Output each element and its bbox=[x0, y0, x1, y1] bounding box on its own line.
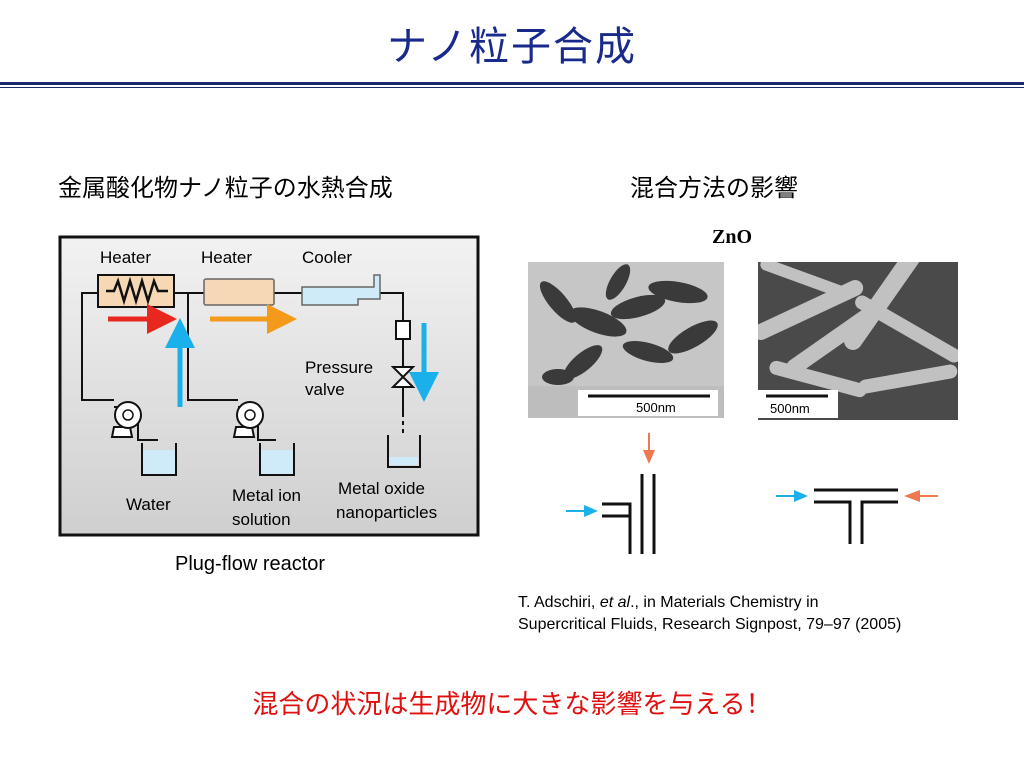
pump-2 bbox=[232, 401, 264, 438]
valve-label: valve bbox=[305, 380, 345, 399]
metal-ion-vessel bbox=[259, 443, 295, 476]
nanoparticles-label: nanoparticles bbox=[336, 503, 437, 522]
slide-title: ナノ粒子合成 bbox=[387, 24, 637, 70]
filter-box bbox=[395, 320, 411, 340]
mixing-t-junction bbox=[776, 488, 938, 544]
salmon-down-arrow bbox=[643, 433, 655, 464]
micrograph-1: 500nm bbox=[528, 262, 724, 418]
water-label: Water bbox=[126, 495, 171, 514]
metal-ion-label: Metal ion bbox=[232, 486, 301, 505]
water-vessel bbox=[141, 443, 177, 476]
scale-label-2: 500nm bbox=[770, 401, 810, 416]
reactor-diagram: Heater Heater Cooler Pressure valve Wate… bbox=[58, 235, 480, 537]
micrograph-2: 500nm bbox=[758, 262, 958, 420]
pump-1 bbox=[110, 401, 142, 438]
product-vessel bbox=[387, 435, 421, 468]
right-heading: 混合方法の影響 bbox=[630, 174, 798, 202]
cooler-label: Cooler bbox=[302, 248, 352, 267]
pressure-label: Pressure bbox=[305, 358, 373, 377]
zno-label: ZnO bbox=[712, 226, 753, 248]
solution-label: solution bbox=[232, 510, 291, 529]
conclusion-text: 混合の状況は生成物に大きな影響を与える！ bbox=[252, 690, 772, 720]
cooler bbox=[301, 274, 381, 306]
scale-label-1: 500nm bbox=[636, 400, 676, 415]
title-rule-thin bbox=[0, 87, 1024, 88]
salmon-left-arrow bbox=[904, 490, 938, 502]
mixing-side-tee bbox=[566, 433, 656, 554]
metal-oxide-label: Metal oxide bbox=[338, 479, 425, 498]
title-rule bbox=[0, 82, 1024, 85]
pressure-valve bbox=[390, 366, 416, 388]
heater-1 bbox=[97, 274, 175, 308]
heater-2 bbox=[203, 278, 275, 306]
left-heading: 金属酸化物ナノ粒子の水熱合成 bbox=[58, 174, 393, 202]
reactor-caption: Plug-flow reactor bbox=[175, 553, 326, 575]
heater-1-label: Heater bbox=[100, 248, 151, 267]
blue-right-arrow bbox=[566, 505, 598, 517]
blue-right-arrow-2 bbox=[776, 490, 808, 502]
citation: T. Adschiri, et al., in Materials Chemis… bbox=[518, 594, 902, 633]
heater-2-label: Heater bbox=[201, 248, 252, 267]
